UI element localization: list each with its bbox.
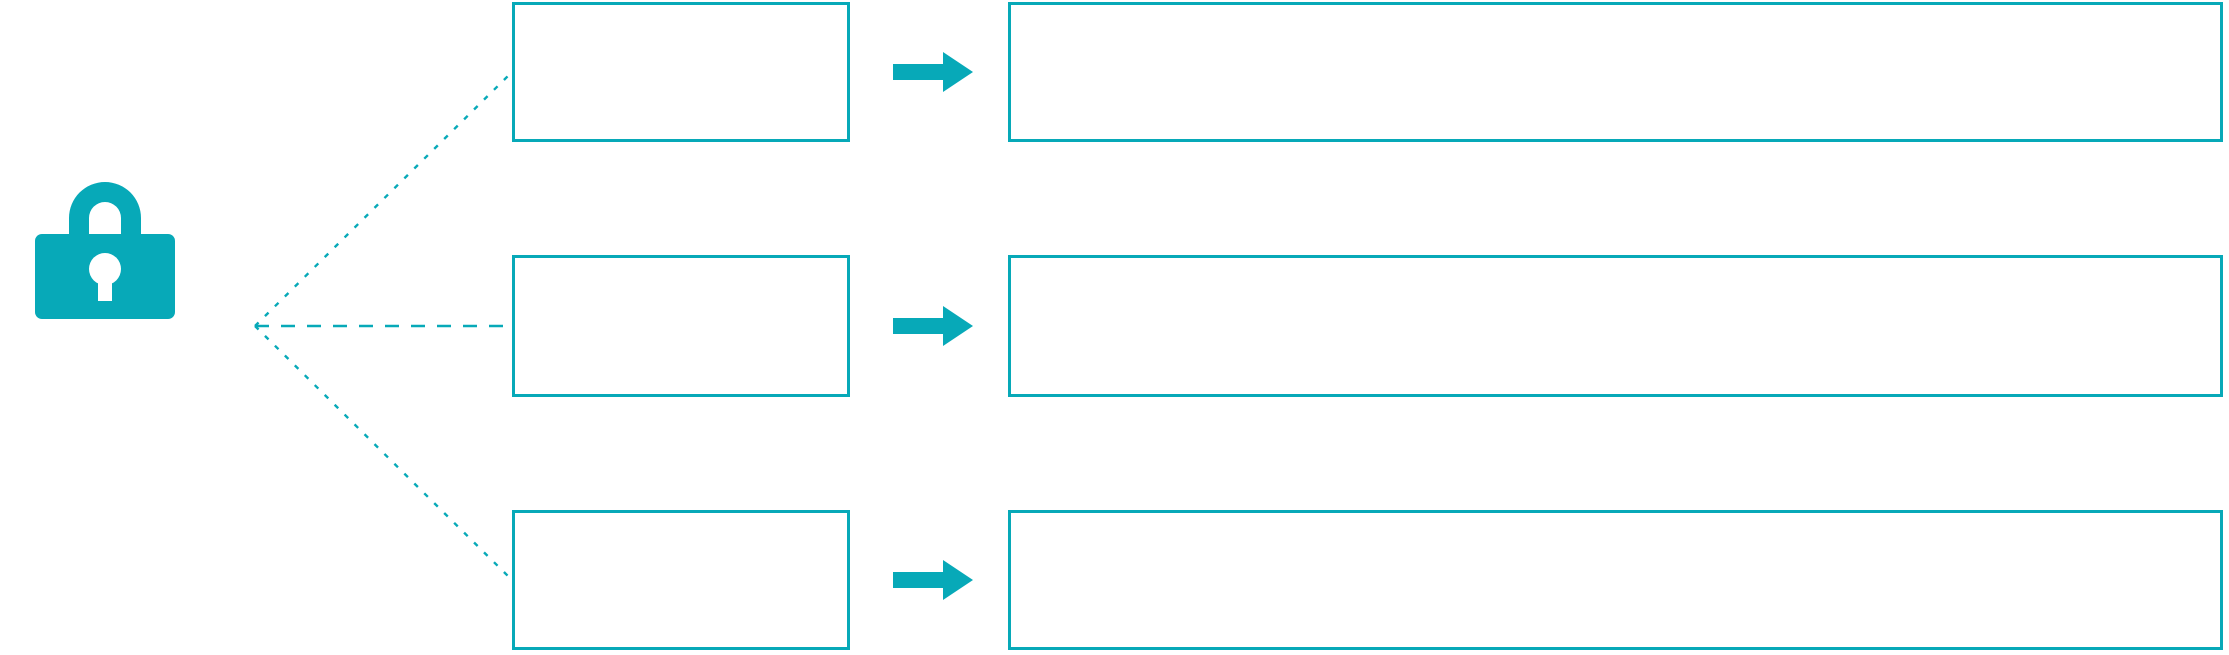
right-box-1-label xyxy=(1011,5,2220,25)
left-box-3-label xyxy=(515,513,847,533)
left-box-1-label xyxy=(515,5,847,25)
connector-line-1 xyxy=(254,71,513,327)
arrow-right-icon-2 xyxy=(893,306,973,346)
arrow-right-icon-1 xyxy=(893,52,973,92)
connector-line-3 xyxy=(254,325,513,581)
right-box-2-label xyxy=(1011,258,2220,278)
left-box-1[interactable] xyxy=(512,2,850,142)
right-box-3-label xyxy=(1011,513,2220,533)
right-box-1[interactable] xyxy=(1008,2,2223,142)
lock-icon xyxy=(35,182,175,319)
arrow-right-icon-3 xyxy=(893,560,973,600)
right-box-3[interactable] xyxy=(1008,510,2223,650)
right-box-2[interactable] xyxy=(1008,255,2223,397)
left-box-3[interactable] xyxy=(512,510,850,650)
left-box-2[interactable] xyxy=(512,255,850,397)
left-box-2-label xyxy=(515,258,847,278)
